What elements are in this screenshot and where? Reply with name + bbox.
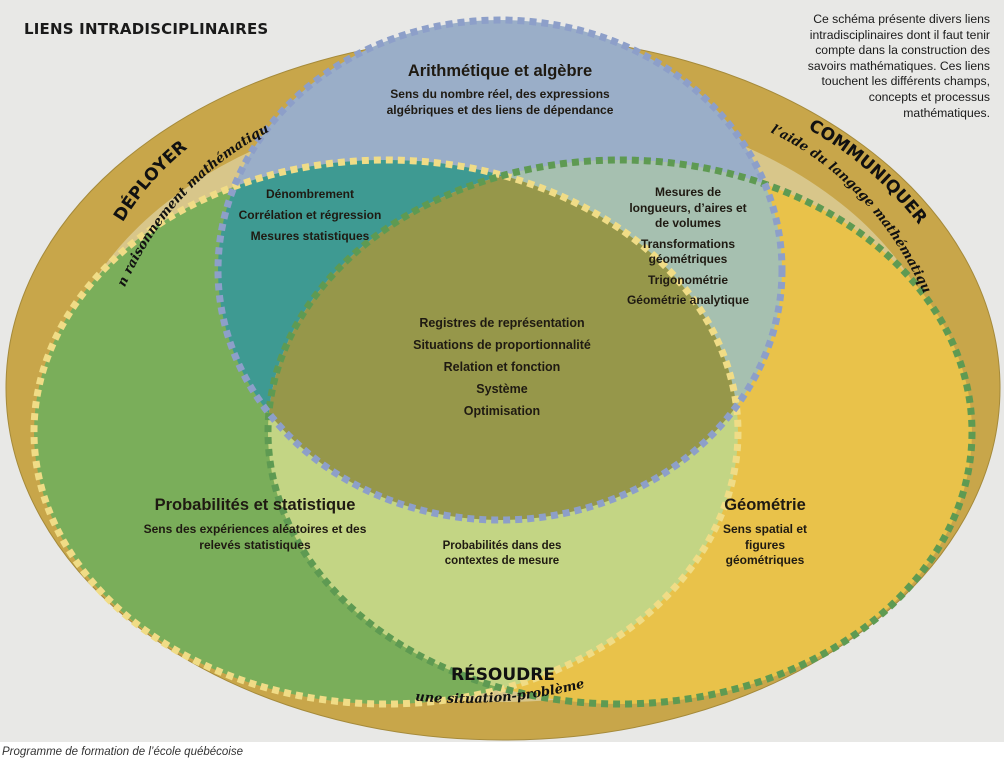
- list-item: Transformations géométriques: [640, 236, 736, 267]
- list-item: Optimisation: [463, 404, 541, 418]
- list-item: Géométrie analytique: [626, 293, 750, 307]
- overlap-proba-geo: Probabilités dans des contextes de mesur…: [442, 540, 562, 567]
- field-arithmetique-subtitle: Sens du nombre réel, des expressions alg…: [386, 87, 614, 117]
- diagram-title: LIENS INTRADISCIPLINAIRES: [24, 20, 269, 38]
- field-probabilites-title: Probabilités et statistique: [154, 496, 356, 514]
- overlap-arith-geo-list: Mesures de longueurs, d’aires et de volu…: [608, 185, 768, 309]
- label-resoudre: RÉSOUDRE: [451, 663, 555, 685]
- list-item: Trigonométrie: [647, 272, 728, 287]
- border-arithmetique: [214, 16, 786, 524]
- field-arithmetique-title: Arithmétique et algèbre: [407, 62, 593, 80]
- field-geometrie: Géométrie Sens spatial et figures géomét…: [680, 496, 850, 569]
- border-geometrie: [264, 156, 976, 708]
- field-probabilites: Probabilités et statistique Sens des exp…: [110, 496, 400, 553]
- overlap-center-list: Registres de représentation Situations d…: [372, 312, 632, 422]
- list-item: Mesures statistiques: [250, 229, 370, 243]
- source-credit: Programme de formation de l’école québéc…: [2, 746, 243, 758]
- list-item: Corrélation et régression: [238, 208, 382, 222]
- list-item: Situations de proportionnalité: [413, 338, 591, 352]
- list-item: Relation et fonction: [443, 360, 561, 374]
- field-arithmetique: Arithmétique et algèbre Sens du nombre r…: [330, 62, 670, 118]
- list-item: Système: [476, 382, 528, 396]
- overlap-center: [268, 160, 738, 520]
- venn-diagram: DÉPLOYER un raisonnement mathématique CO…: [0, 0, 1001, 741]
- list-item: Dénombrement: [265, 187, 354, 201]
- field-geometrie-subtitle: Sens spatial et figures géométriques: [722, 522, 808, 567]
- overlap-arith-proba-list: Dénombrement Corrélation et régression M…: [225, 184, 395, 247]
- field-probabilites-subtitle: Sens des expériences aléatoires et des r…: [143, 522, 367, 552]
- border-probabilites: [30, 156, 742, 708]
- list-item: Registres de représentation: [419, 316, 585, 330]
- field-geometrie-title: Géométrie: [724, 496, 806, 514]
- intro-text: Ce schéma présente divers liens intradis…: [807, 12, 990, 120]
- list-item: Mesures de longueurs, d’aires et de volu…: [629, 185, 747, 230]
